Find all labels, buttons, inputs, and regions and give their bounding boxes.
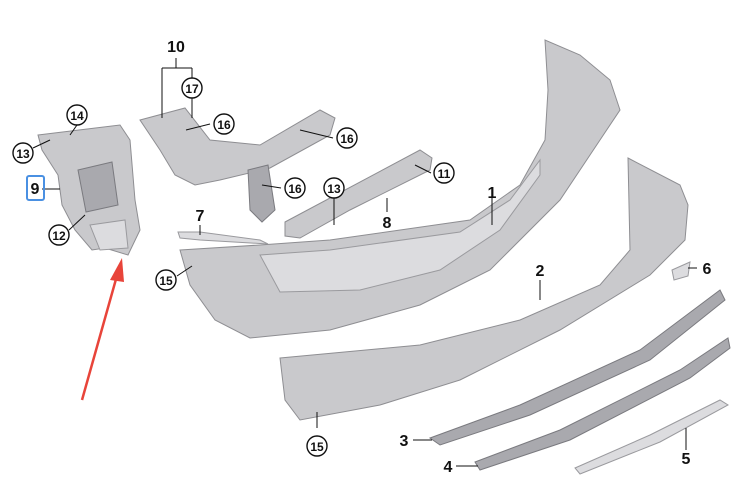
part-7-trim <box>177 231 269 245</box>
part-4-strip <box>474 337 731 471</box>
label-2: 2 <box>536 263 545 280</box>
label-11: 11 <box>438 167 451 181</box>
part-8-11-reinforcement <box>284 149 433 239</box>
callout-circle-13b <box>323 177 345 199</box>
highlight-box <box>26 175 45 201</box>
label-16a: 16 <box>217 118 231 132</box>
label-16b: 16 <box>340 132 354 146</box>
label-13b: 13 <box>327 182 341 196</box>
label-1: 1 <box>488 185 497 202</box>
label-13a: 13 <box>16 147 30 161</box>
callout-circle-15a <box>155 269 177 291</box>
callout-circle-11 <box>433 162 455 184</box>
part-1-bumper-cover <box>179 39 621 339</box>
callout-circles <box>12 77 455 457</box>
label-6: 6 <box>703 261 712 278</box>
callout-circle-13a <box>12 142 34 164</box>
label-9: 9 <box>31 181 40 198</box>
callout-circle-17 <box>181 77 203 99</box>
part-5-strip <box>574 399 729 475</box>
part-2-diffuser <box>279 157 689 421</box>
callout-circle-14 <box>66 104 88 126</box>
part-3-strip <box>428 289 726 446</box>
label-3: 3 <box>400 433 409 450</box>
label-5: 5 <box>682 451 691 468</box>
part-10-carrier <box>139 107 336 223</box>
part-9-bracket <box>37 124 141 256</box>
callout-circle-16c <box>284 177 306 199</box>
callout-circle-15b <box>306 435 328 457</box>
label-10: 10 <box>167 39 185 56</box>
leader-lines <box>32 58 697 467</box>
label-16c: 16 <box>288 182 302 196</box>
part-6-clip <box>671 261 691 281</box>
callout-circle-16b <box>336 127 358 149</box>
label-15a: 15 <box>159 274 173 288</box>
label-15b: 15 <box>310 440 324 454</box>
label-7: 7 <box>196 208 205 225</box>
label-12: 12 <box>52 229 66 243</box>
pointer-arrow <box>80 258 124 401</box>
label-4: 4 <box>444 459 453 476</box>
callout-circle-12 <box>48 224 70 246</box>
callout-circle-16a <box>213 113 235 135</box>
callout-labels: 10 17 16 16 16 11 13 8 7 1 2 6 3 4 5 14 … <box>16 39 711 476</box>
label-8: 8 <box>383 215 392 232</box>
label-17: 17 <box>185 82 199 96</box>
label-14: 14 <box>70 109 84 123</box>
